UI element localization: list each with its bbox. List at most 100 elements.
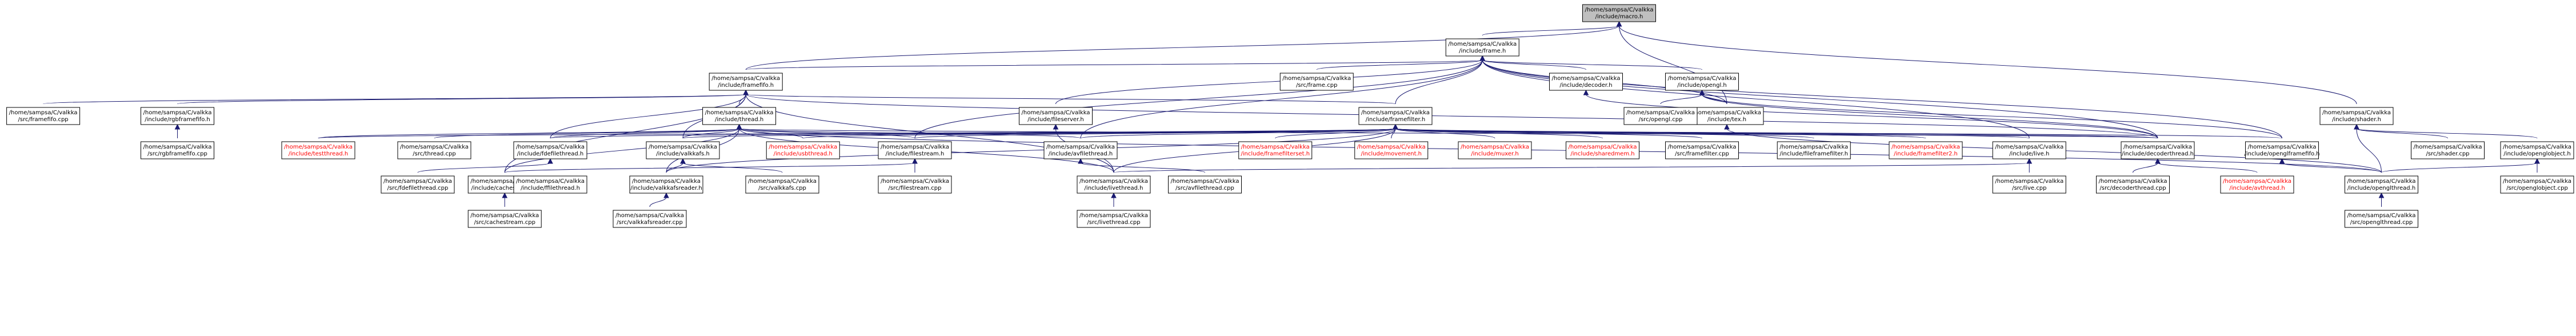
file-node-shader-cpp[interactable]: /home/sampsa/C/valkka/src/shader.cpp [2411,141,2485,159]
node-file-label: /src/decoderthread.cpp [2099,185,2166,191]
edge-arrowhead [1616,21,1622,27]
file-node-live-h[interactable]: /home/sampsa/C/valkka/include/live.h [1992,141,2066,159]
file-node-fileframefilter-h[interactable]: /home/sampsa/C/valkka/include/fileframef… [1777,141,1851,159]
file-node-decoderthread-cpp[interactable]: /home/sampsa/C/valkka/src/decoderthread.… [2096,175,2170,194]
node-box [1358,107,1433,125]
file-node-frame-cpp[interactable]: /home/sampsa/C/valkka/src/frame.cpp [1279,73,1354,91]
dependency-edge [1482,59,2282,139]
file-node-muxer-h[interactable]: /home/sampsa/C/valkka/include/muxer.h [1458,141,1532,159]
node-file-label: /include/tex.h [1707,117,1746,123]
node-dir-label: /home/sampsa/C/valkka [1891,144,1960,150]
node-dir-label: /home/sampsa/C/valkka [470,213,539,219]
dependency-edge [417,162,551,173]
edge-arrowhead [2155,158,2161,164]
file-node-avfilethread-h[interactable]: /home/sampsa/C/valkka/include/avfilethre… [1043,141,1118,159]
node-dir-label: /home/sampsa/C/valkka [705,110,774,116]
file-node-decoderthread-h[interactable]: /home/sampsa/C/valkka/include/decoderthr… [2121,141,2195,159]
node-file-label: /src/framefifo.cpp [18,117,69,123]
file-node-frame-h[interactable]: /home/sampsa/C/valkka/include/frame.h [1445,38,1519,57]
file-node-livethread-h[interactable]: /home/sampsa/C/valkka/include/livethread… [1077,175,1151,194]
file-node-fdefilethread-h[interactable]: /home/sampsa/C/valkka/include/fdefilethr… [513,141,587,159]
node-file-label: /include/filestream.h [886,151,945,157]
file-node-rgbframefifo-h[interactable]: /home/sampsa/C/valkka/include/rgbframefi… [141,107,214,125]
file-node-framefilter-cpp[interactable]: /home/sampsa/C/valkka/src/framefilter.cp… [1665,141,1739,159]
node-box [281,141,355,159]
file-node-framefilter-h[interactable]: /home/sampsa/C/valkka/include/framefilte… [1358,107,1433,125]
file-node-openglobject-cpp[interactable]: /home/sampsa/C/valkka/src/openglobject.c… [2500,175,2574,194]
file-node-filestream-h[interactable]: /home/sampsa/C/valkka/include/filestream… [878,141,952,159]
node-dir-label: /home/sampsa/C/valkka [2123,144,2192,150]
node-box [878,175,952,194]
node-box [1690,107,1764,125]
node-box [2500,141,2574,159]
file-node-framefilterset-h[interactable]: /home/sampsa/C/valkka/include/framefilte… [1238,141,1313,159]
file-node-cachestream-cpp[interactable]: /home/sampsa/C/valkka/src/cachestream.cp… [467,210,542,228]
node-dir-label: /home/sampsa/C/valkka [1626,110,1695,116]
node-file-label: /include/shader.h [2332,117,2381,123]
file-node-framefilter2-h[interactable]: /home/sampsa/C/valkka/include/framefilte… [1889,141,1963,159]
node-box [745,175,819,194]
file-node-fileserver-h[interactable]: /home/sampsa/C/valkka/include/fileserver… [1019,107,1093,125]
file-node-openglframefifo-h[interactable]: /home/sampsa/C/valkka/include/openglfram… [2245,141,2320,159]
node-box [1549,73,1623,91]
file-node-openglthread-h[interactable]: /home/sampsa/C/valkka/include/openglthre… [2345,175,2418,194]
file-node-tex-h[interactable]: /home/sampsa/C/valkka/include/tex.h [1690,107,1764,125]
dependency-edge [1395,128,1603,139]
file-node-livethread-cpp[interactable]: /home/sampsa/C/valkka/src/livethread.cpp [1077,210,1151,228]
node-dir-label: /home/sampsa/C/valkka [383,178,452,185]
file-node-live-cpp[interactable]: /home/sampsa/C/valkka/src/live.cpp [1992,175,2066,194]
node-box [1623,107,1698,125]
file-node-valkkafs-h[interactable]: /home/sampsa/C/valkka/include/valkkafs.h [646,141,720,159]
dependency-edge [550,128,740,139]
node-dir-label: /home/sampsa/C/valkka [1079,213,1148,219]
edge-arrowhead [736,123,742,130]
file-node-framefifo-h[interactable]: /home/sampsa/C/valkka/include/framefifo.… [709,73,783,91]
file-node-decoder-h[interactable]: /home/sampsa/C/valkka/include/decoder.h [1549,73,1623,91]
file-node-fdefilethread-cpp[interactable]: /home/sampsa/C/valkka/src/fdefilethread.… [381,175,455,194]
node-box [141,141,214,159]
node-box [1238,141,1313,159]
file-node-thread-h[interactable]: /home/sampsa/C/valkka/include/thread.h [702,107,777,125]
dependency-edge [2356,128,2448,139]
file-node-framefifo-cpp[interactable]: /home/sampsa/C/valkka/src/framefifo.cpp [6,107,81,125]
file-node-opengl-cpp[interactable]: /home/sampsa/C/valkka/src/opengl.cpp [1623,107,1698,125]
file-node-valkkafs-cpp[interactable]: /home/sampsa/C/valkka/src/valkkafs.cpp [745,175,819,194]
node-box [2319,107,2394,125]
file-node-rgbframefifo-cpp[interactable]: /home/sampsa/C/valkka/src/rgbframefifo.c… [141,141,214,159]
file-node-usbthread-h[interactable]: /home/sampsa/C/valkka/include/usbthread.… [766,141,840,159]
file-node-thread-cpp[interactable]: /home/sampsa/C/valkka/src/thread.cpp [397,141,471,159]
node-file-label: /include/openglobject.h [2503,151,2570,157]
file-node-valkkafsreader-cpp[interactable]: /home/sampsa/C/valkka/src/valkkafsreader… [613,210,687,228]
node-dir-label: /home/sampsa/C/valkka [2099,178,2167,185]
file-node-filestream-cpp[interactable]: /home/sampsa/C/valkka/src/filestream.cpp [878,175,952,194]
file-node-avfilethread-cpp[interactable]: /home/sampsa/C/valkka/src/avfilethread.c… [1168,175,1242,194]
file-node-opengl-h[interactable]: /home/sampsa/C/valkka/include/opengl.h [1665,73,1739,91]
file-node-avthread-h[interactable]: /home/sampsa/C/valkka/include/avthread.h [2220,175,2294,194]
node-dir-label: /home/sampsa/C/valkka [2223,178,2291,185]
dependency-edge [1113,162,2030,173]
node-file-label: /include/thread.h [715,117,763,123]
edge-arrowhead [680,158,686,164]
node-dir-label: /home/sampsa/C/valkka [1079,178,1148,185]
node-box [2121,141,2195,159]
edge-arrowhead [912,158,918,164]
file-node-ffilethread-h[interactable]: /home/sampsa/C/valkka/include/ffilethrea… [513,175,587,194]
dependency-edge [649,197,667,207]
file-node-openglobject-h[interactable]: /home/sampsa/C/valkka/include/openglobje… [2500,141,2574,159]
node-dir-label: /home/sampsa/C/valkka [1282,75,1351,82]
node-dir-label: /home/sampsa/C/valkka [2503,144,2571,150]
dependency-edge [2356,128,2538,139]
file-node-sharedmem-h[interactable]: /home/sampsa/C/valkka/include/sharedmem.… [1566,141,1639,159]
file-node-shader-h[interactable]: /home/sampsa/C/valkka/include/shader.h [2319,107,2394,125]
file-node-macro[interactable]: /home/sampsa/C/valkka/include/macro.h [1582,4,1656,22]
dependency-edge [550,94,746,139]
edge-arrowhead [2378,192,2385,198]
node-dir-label: /home/sampsa/C/valkka [1361,110,1430,116]
file-node-testthread-h[interactable]: /home/sampsa/C/valkka/include/testthread… [281,141,355,159]
node-file-label: /src/avfilethread.cpp [1175,185,1234,191]
file-node-openglthread-cpp[interactable]: /home/sampsa/C/valkka/src/openglthread.c… [2345,210,2418,228]
node-file-label: /include/framefilterset.h [1241,151,1310,157]
file-node-movement-h[interactable]: /home/sampsa/C/valkka/include/movement.h [1354,141,1429,159]
file-node-valkkafsreader-h[interactable]: /home/sampsa/C/valkka/include/valkkafsre… [629,175,703,194]
dependency-edge [550,128,1396,139]
